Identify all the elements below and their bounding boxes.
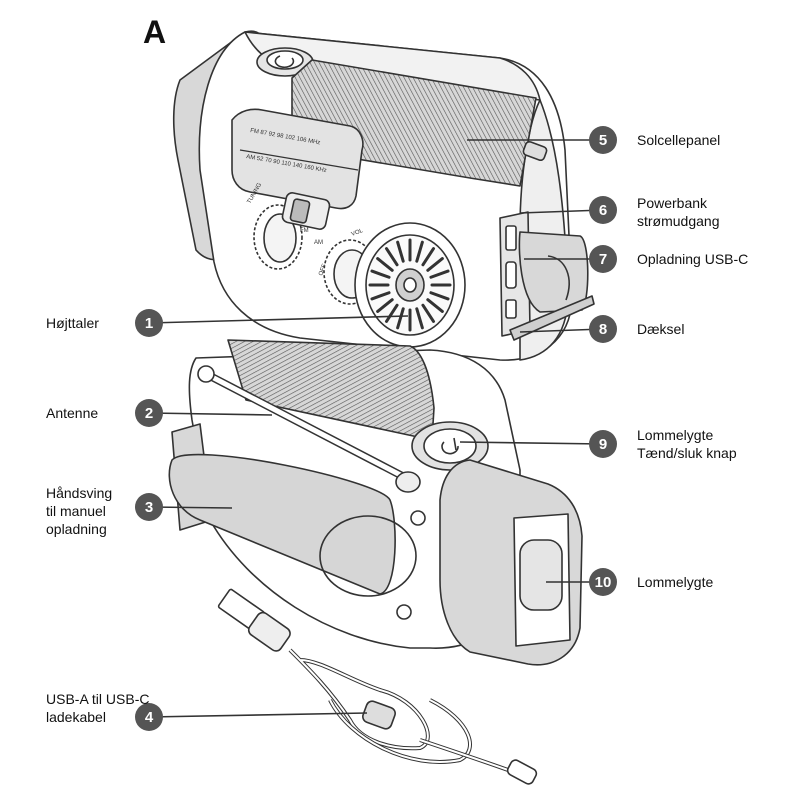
callout-leader-4 [148, 712, 368, 718]
callout-badge-7: 7 [589, 245, 617, 273]
usb-c-port [505, 261, 517, 289]
callout-badge-10: 10 [589, 568, 617, 596]
callout-badge-3: 3 [135, 493, 163, 521]
speaker-slot [429, 291, 450, 301]
callout-label-6: Powerbank strømudgang [637, 195, 720, 229]
speaker-slot [426, 257, 444, 272]
cable-tie [362, 700, 396, 730]
svg-text:AM: AM [314, 240, 323, 246]
callout-label-4: USB-A til USB-C ladekabel [46, 691, 150, 725]
callout-badge-6: 6 [589, 196, 617, 224]
speaker-slot [384, 303, 399, 323]
callout-label-1: Højttaler [46, 315, 99, 331]
radio-front-view [172, 30, 595, 361]
callout-number-10: 10 [595, 574, 612, 591]
callout-badge-2: 2 [135, 399, 163, 427]
usb-c-plug [506, 759, 538, 785]
panel-letter: A [143, 14, 167, 50]
callout-leader-1 [148, 315, 409, 324]
radio-rear-view [168, 339, 583, 666]
svg-text:VOL: VOL [351, 228, 365, 238]
frequency-window [231, 108, 364, 210]
speaker-slot [376, 257, 394, 272]
callout-number-2: 2 [145, 405, 153, 422]
callout-number-3: 3 [145, 499, 153, 516]
callout-badge-9: 9 [589, 430, 617, 458]
callout-number-1: 1 [145, 315, 153, 332]
callout-number-8: 8 [599, 321, 607, 338]
speaker-slot [396, 307, 405, 330]
callout-badge-8: 8 [589, 315, 617, 343]
hand-crank [168, 453, 396, 595]
speaker-slot [415, 307, 424, 330]
callout-label-10: Lommelygte [637, 574, 714, 590]
powerbank-port [505, 225, 517, 251]
callout-label-8: Dæksel [637, 321, 685, 337]
speaker-slot [429, 269, 450, 279]
port-cover-flap [518, 231, 589, 313]
callout-leader-2 [148, 412, 273, 416]
speaker-slot [426, 298, 444, 313]
callout-leader-9 [459, 441, 604, 445]
callout-label-7: Opladning USB-C [637, 251, 749, 267]
speaker-slot [384, 247, 399, 267]
flashlight-lens [519, 539, 563, 611]
callout-number-4: 4 [145, 709, 154, 726]
callout-number-5: 5 [599, 132, 607, 149]
svg-text:FM: FM [300, 228, 309, 234]
speaker-slot [421, 303, 436, 323]
callout-label-9: Lommelygte Tænd/sluk knap [637, 427, 737, 461]
callout-number-7: 7 [599, 251, 607, 268]
svg-text:OFF: OFF [318, 263, 328, 277]
callout-badge-5: 5 [589, 126, 617, 154]
callout-badge-1: 1 [135, 309, 163, 337]
speaker-slot [415, 240, 424, 263]
usb-cable [217, 588, 538, 785]
callout-label-2: Antenne [46, 405, 99, 421]
speaker-slot [421, 247, 436, 267]
speaker-slot [370, 269, 391, 279]
speaker-slot [376, 298, 394, 313]
callout-number-9: 9 [599, 436, 607, 453]
callout-number-6: 6 [599, 202, 607, 219]
speaker-slot [370, 291, 391, 301]
callout-badge-4: 4 [135, 703, 163, 731]
callout-label-5: Solcellepanel [637, 132, 721, 148]
callout-label-3: Håndsving til manuel opladning [46, 485, 113, 537]
speaker-slot [396, 240, 405, 263]
